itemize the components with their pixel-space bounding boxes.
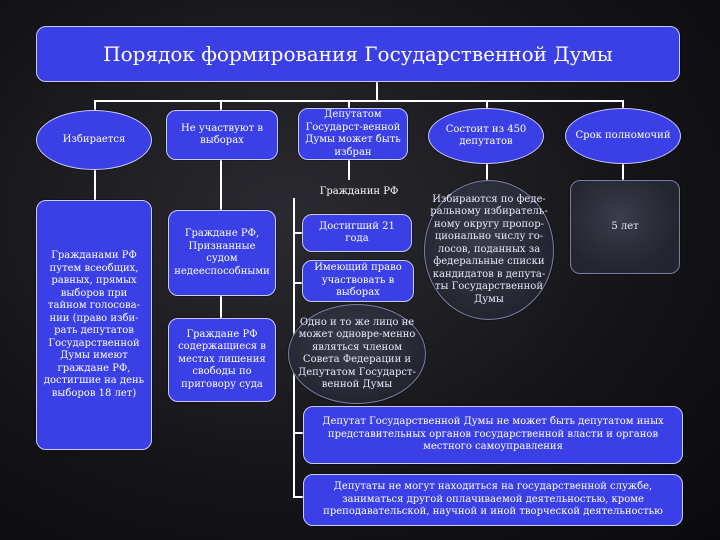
term-value-text: 5 лет — [611, 220, 639, 232]
elected-description: Гражданами РФ путем всеобщих, равных, пр… — [36, 200, 152, 450]
eligible-citizen: Гражданин РФ — [300, 184, 418, 204]
restriction-other-activities-text: Депутаты не могут находиться на государс… — [323, 481, 663, 518]
diagram-title-text: Порядок формирования Государственной Дум… — [103, 41, 613, 66]
node-composition: Состоит из 450 депутатов — [428, 108, 544, 164]
connector-col1-down — [94, 168, 96, 200]
composition-description-text: Избираются по феде-ральному избиратель-н… — [430, 193, 548, 305]
eligible-incompatibility: Одно и то же лицо не может одновре-менно… — [288, 304, 426, 404]
connector-col2 — [220, 100, 222, 112]
not-voting-prisoners-text: Граждане РФ содержащиеся в местах лишени… — [178, 328, 266, 390]
restriction-other-bodies-text: Депутат Государственной Думы не может бы… — [322, 416, 664, 453]
eligible-voting-right-text: Имеющий право участвовать в выборах — [314, 262, 402, 299]
connector-col3 — [348, 100, 350, 112]
term-value: 5 лет — [570, 180, 680, 274]
connector-col4-down — [486, 160, 488, 182]
restriction-other-bodies: Депутат Государственной Думы не может бы… — [303, 406, 683, 464]
connector-horizontal-top — [94, 100, 624, 102]
node-term-label: Срок полномочий — [575, 129, 671, 141]
elected-description-text: Гражданами РФ путем всеобщих, равных, пр… — [43, 250, 145, 399]
node-term: Срок полномочий — [565, 108, 681, 164]
node-eligible: Депутатом Государст-венной Думы может бы… — [298, 108, 408, 160]
not-voting-prisoners: Граждане РФ содержащиеся в местах лишени… — [168, 318, 276, 402]
node-elected: Избирается — [36, 110, 152, 170]
node-elected-label: Избирается — [62, 133, 126, 145]
connector-col1 — [94, 100, 96, 112]
eligible-voting-right: Имеющий право участвовать в выборах — [302, 260, 414, 302]
eligible-age-text: Достигший 21 года — [319, 220, 395, 245]
eligible-incompatibility-text: Одно и то же лицо не может одновре-менно… — [298, 316, 416, 391]
node-composition-label: Состоит из 450 депутатов — [445, 123, 527, 148]
connector-col2-down — [220, 160, 222, 210]
not-voting-incapacitated: Граждане РФ, Признанные судом недееспосо… — [168, 210, 276, 296]
connector-col4 — [486, 100, 488, 112]
connector-col5-down — [622, 160, 624, 182]
eligible-age: Достигший 21 года — [302, 214, 412, 252]
node-eligible-label: Депутатом Государст-венной Думы может бы… — [305, 109, 401, 158]
composition-description: Избираются по феде-ральному избиратель-н… — [424, 180, 554, 320]
connector-col5 — [622, 100, 624, 112]
connector-spine-4 — [293, 432, 303, 434]
node-not-voting-label: Не участвуют в выборах — [181, 122, 263, 147]
eligible-citizen-text: Гражданин РФ — [319, 186, 399, 197]
connector-col2-mid — [220, 296, 222, 318]
not-voting-incapacitated-text: Граждане РФ, Признанные судом недееспосо… — [174, 228, 270, 277]
connector-col3-down — [348, 160, 350, 180]
connector-spine-2 — [293, 282, 305, 284]
connector-spine-1 — [293, 232, 305, 234]
node-not-voting: Не участвуют в выборах — [166, 110, 278, 160]
connector-spine-5 — [293, 496, 303, 498]
diagram-title: Порядок формирования Государственной Дум… — [36, 26, 680, 82]
connector-title-down — [376, 82, 378, 102]
restriction-other-activities: Депутаты не могут находиться на государс… — [303, 474, 683, 526]
